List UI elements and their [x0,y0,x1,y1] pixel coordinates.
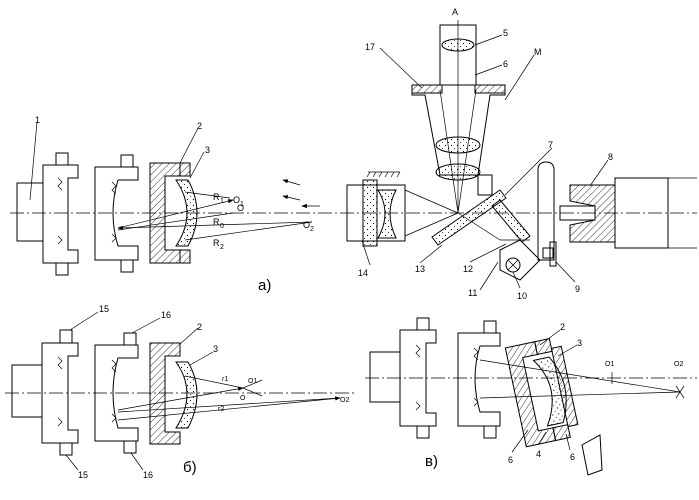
label-O2-v: O2 [674,361,683,368]
label-1: 1 [35,115,40,125]
base-block-1 [16,152,79,276]
label-R1-sub: 1 [220,198,224,205]
label-O1-v: O1 [605,361,614,368]
label-O2: O [303,220,310,230]
ocular-14 [346,171,406,247]
label-2-v: 2 [560,322,565,332]
label-13: 13 [415,264,425,274]
label-17: 17 [365,42,375,52]
label-9: 9 [575,284,580,294]
label-A: A [452,7,458,17]
label-6-a: 6 [503,59,508,69]
label-12: 12 [463,264,473,274]
screw-v1-top [416,317,430,331]
label-O1-sub: 1 [240,201,244,208]
mount-2-a [149,162,191,264]
label-3-a: 3 [205,145,210,155]
caption-v: в) [425,453,438,470]
screw-bottom-1 [55,262,69,276]
label-6-v1: 6 [508,455,513,465]
screw-top-1 [55,152,69,166]
label-10: 10 [517,291,527,301]
screw-v2-top [483,320,497,334]
label-2-a: 2 [197,121,202,131]
label-5: 5 [503,28,508,38]
figure-v: O1 O2 2 3 6 4 6 в) [365,317,697,476]
label-O1-b: O1 [248,378,257,385]
label-R1: R [213,192,220,202]
screw-15-bottom [59,442,73,456]
mount-2-b [149,342,181,445]
caption-a: а) [258,277,271,294]
plate-13 [431,189,507,246]
label-M: M [534,47,542,57]
label-3-b: 3 [213,344,218,354]
label-R0-sub: 0 [220,223,224,230]
figure-b: r1 O1 O r2 O2 15 15 16 16 2 3 б) [5,304,355,480]
label-16-top: 16 [161,310,171,320]
figure-a: R 1 O 1 R 0 O R 2 O 2 1 2 3 14 [10,7,697,301]
prism-fragment [581,434,603,476]
label-r1: r1 [222,376,228,383]
caption-b: б) [183,459,197,476]
tilted-assembly [504,338,579,448]
lens-3-b [175,361,198,429]
screw-16-top [123,332,137,346]
label-2-b: 2 [197,322,202,332]
holder-8 [559,177,697,249]
label-O2-sub: 2 [310,226,314,233]
screw-v2-bottom [483,425,497,439]
label-8: 8 [608,152,613,162]
label-7: 7 [548,140,553,150]
label-O-b: O [240,395,246,402]
screw-15-top [59,329,73,344]
label-11: 11 [468,288,477,298]
lens-3-a [175,179,198,247]
adjuster-9 [537,161,557,267]
label-O2-b: O2 [340,397,349,404]
screw-16-bottom [123,440,137,454]
label-O: O [237,203,244,213]
screw-top-2 [120,154,134,168]
label-3-v: 3 [577,338,582,348]
lamp-assembly [499,239,541,281]
label-15-bottom: 15 [78,470,88,480]
label-r2: r2 [218,406,224,413]
label-4: 4 [536,449,541,459]
screw-bottom-2 [120,259,134,273]
label-R2-sub: 2 [220,244,224,251]
splitters [404,174,531,246]
plate-12 [491,199,531,243]
holder-16-a [94,154,139,273]
label-R0: R [213,217,220,227]
label-6-v2: 6 [570,452,575,462]
label-R2: R [213,238,220,248]
screw-v1-bottom [416,425,430,439]
tube-M [411,20,506,214]
label-14: 14 [358,268,368,278]
label-15-top: 15 [99,304,109,314]
label-16-bottom: 16 [143,470,153,480]
label-O1: O [233,195,240,205]
